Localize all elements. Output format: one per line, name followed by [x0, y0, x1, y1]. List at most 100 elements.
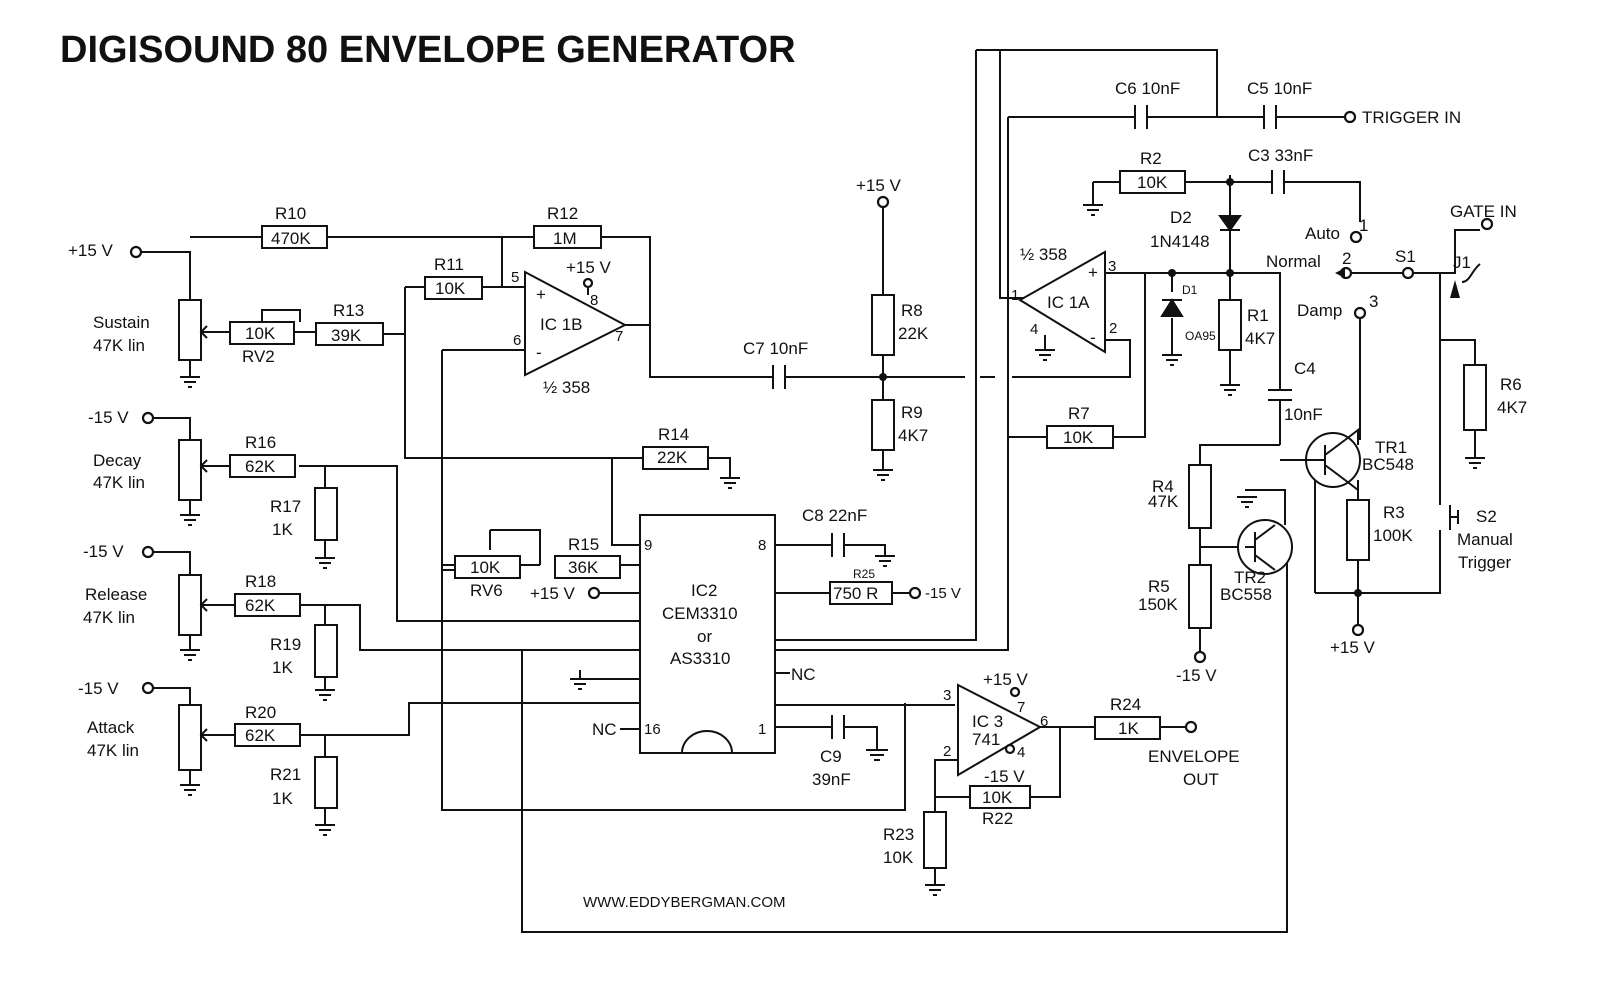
resistors: R10 470K R12 1M R11 10K R13 39K 10K RV2 …: [229, 149, 1527, 869]
r23-body: [923, 811, 947, 869]
c4-plates: [1268, 389, 1292, 401]
sustain-pot-value: 47K lin: [93, 336, 145, 355]
d2-label: D2: [1170, 208, 1192, 227]
c3-label: C3 33nF: [1248, 146, 1313, 165]
r9-body: [871, 399, 895, 451]
ic3-pin4: 4: [1017, 744, 1025, 761]
ic2-alt-part: AS3310: [670, 649, 731, 668]
ic1a-opamp: + - IC 1A ½ 358 1 2 3 4: [1011, 245, 1117, 354]
sustain-pot-label: Sustain: [93, 313, 150, 332]
r11-body: [424, 276, 483, 300]
s1-label: S1: [1395, 247, 1416, 266]
ic2-pin16: 16: [644, 721, 661, 738]
c4-value: 10nF: [1284, 405, 1323, 424]
ic1b-part: ½ 358: [543, 378, 590, 397]
r3-label: R3: [1383, 503, 1405, 522]
ic1a-minus-sign: -: [1090, 328, 1096, 347]
attack-rail-label: -15 V: [78, 679, 119, 698]
r15-label: R15: [568, 535, 599, 554]
release-pot-value: 47K lin: [83, 608, 135, 627]
r13-value: 39K: [331, 326, 362, 345]
rv2-label: RV2: [242, 347, 275, 366]
s2-trigger: Trigger: [1458, 553, 1512, 572]
c9-plates: [831, 715, 845, 739]
r15-body: [554, 555, 621, 579]
r8-body: [871, 294, 895, 356]
decay-pot-body: [178, 439, 202, 501]
r2-value: 10K: [1137, 173, 1168, 192]
attack-pot-label: Attack: [87, 718, 135, 737]
release-pot-label: Release: [85, 585, 147, 604]
c9-label: C9: [820, 747, 842, 766]
ic2-pin9: 9: [644, 537, 652, 554]
d1-value: OA95: [1185, 329, 1216, 343]
r17-label: R17: [270, 497, 301, 516]
r11-label: R11: [434, 255, 464, 274]
r2-label: R2: [1140, 149, 1162, 168]
switch-auto-label: Auto: [1305, 224, 1340, 243]
j1-label: J1: [1453, 253, 1471, 272]
ic1b-name: IC 1B: [540, 315, 583, 334]
r22-value: 10K: [982, 788, 1013, 807]
r8-label: R8: [901, 301, 923, 320]
c5-label: C5 10nF: [1247, 79, 1312, 98]
ic2-pin1: 1: [758, 721, 766, 738]
r22-label: R22: [982, 809, 1013, 828]
release-pot-body: [178, 574, 202, 636]
r5-value: 150K: [1138, 595, 1178, 614]
decay-pot-label: Decay: [93, 451, 142, 470]
release-rail-label: -15 V: [83, 542, 124, 561]
ic2-pin8: 8: [758, 537, 766, 554]
sustain-pot-body: [178, 299, 202, 361]
capacitors: C7 10nF C6 10nF C5 10nF C3 33nF C8 22nF …: [743, 79, 1323, 789]
r17-body: [314, 487, 338, 541]
r9-value: 4K7: [898, 426, 928, 445]
ic2-chip: IC2 CEM3310 or AS3310 9 8 16 1 NC NC: [592, 514, 816, 754]
tr1-transistor: TR1 BC548: [1280, 427, 1414, 491]
rv6-value: 10K: [470, 558, 501, 577]
wiring: [140, 49, 1480, 933]
r12-value: 1M: [553, 229, 577, 248]
r21-label: R21: [270, 765, 301, 784]
ic1a-pin2: 2: [1109, 320, 1117, 337]
c9-value: 39nF: [812, 770, 851, 789]
d1-label: D1: [1182, 283, 1198, 297]
diodes: D2 1N4148 D1 OA95: [1150, 208, 1242, 343]
ic2-part: CEM3310: [662, 604, 738, 623]
c4-label: C4: [1294, 359, 1316, 378]
ic1b-minus-sign: -: [536, 343, 542, 362]
ic1b-pin8: 8: [590, 292, 598, 309]
r5-label: R5: [1148, 577, 1170, 596]
ic3-name: IC 3: [972, 712, 1003, 731]
r6-value: 4K7: [1497, 398, 1527, 417]
r18-label: R18: [245, 572, 276, 591]
r24-label: R24: [1110, 695, 1141, 714]
rv6-body: [454, 555, 521, 579]
ic1a-plus-sign: +: [1088, 263, 1098, 282]
ic1b-plus-sign: +: [536, 285, 546, 304]
r16-label: R16: [245, 433, 276, 452]
r15-rail-label: +15 V: [530, 584, 576, 603]
ic1b-pin7: 7: [615, 328, 623, 345]
r7-value: 10K: [1063, 428, 1094, 447]
r9-label: R9: [901, 403, 923, 422]
r8-value: 22K: [898, 324, 929, 343]
r1-value: 4K7: [1245, 329, 1275, 348]
s2-manual: Manual: [1457, 530, 1513, 549]
r20-value: 62K: [245, 726, 276, 745]
switch-pos1: 1: [1359, 216, 1368, 235]
ic1a-pin3: 3: [1108, 258, 1116, 275]
trigger-in-label: TRIGGER IN: [1362, 108, 1461, 127]
website-credit: WWW.EDDYBERGMAN.COM: [583, 894, 786, 911]
r5-rail-label: -15 V: [1176, 666, 1217, 685]
r24-value: 1K: [1118, 719, 1139, 738]
c8-label: C8 22nF: [802, 506, 867, 525]
r22-body: [969, 785, 1031, 809]
r19-label: R19: [270, 635, 301, 654]
r10-body: [261, 225, 328, 249]
ic1b-supply-label: +15 V: [566, 258, 612, 277]
tr1-value: BC548: [1362, 455, 1414, 474]
switch-pos2: 2: [1342, 249, 1351, 268]
switch-normal-label: Normal: [1266, 252, 1321, 271]
r11-value: 10K: [435, 279, 466, 298]
